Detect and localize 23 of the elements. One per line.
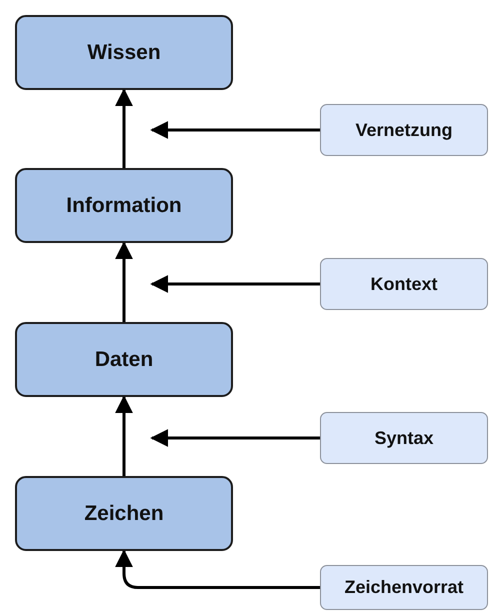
input-box bbox=[320, 565, 488, 610]
box-label: Zeichen bbox=[84, 502, 164, 526]
arrow bbox=[115, 88, 133, 168]
input-box bbox=[320, 258, 488, 310]
arrow bbox=[150, 429, 320, 447]
box-label: Information bbox=[66, 194, 182, 218]
input-box bbox=[320, 104, 488, 156]
process-box bbox=[15, 476, 233, 551]
arrow bbox=[115, 395, 133, 476]
input-box bbox=[320, 412, 488, 464]
arrow bbox=[115, 549, 320, 589]
arrow bbox=[150, 121, 320, 139]
box-label: Syntax bbox=[374, 428, 434, 448]
process-box bbox=[15, 322, 233, 397]
box-label: Vernetzung bbox=[355, 120, 452, 140]
box-label: Daten bbox=[94, 348, 154, 372]
box-label: Kontext bbox=[370, 274, 438, 294]
arrow bbox=[150, 275, 320, 293]
arrow bbox=[115, 241, 133, 322]
process-box bbox=[15, 168, 233, 243]
box-label: Zeichenvorrat bbox=[344, 577, 464, 598]
process-box bbox=[15, 15, 233, 90]
box-label: Wissen bbox=[87, 40, 161, 64]
